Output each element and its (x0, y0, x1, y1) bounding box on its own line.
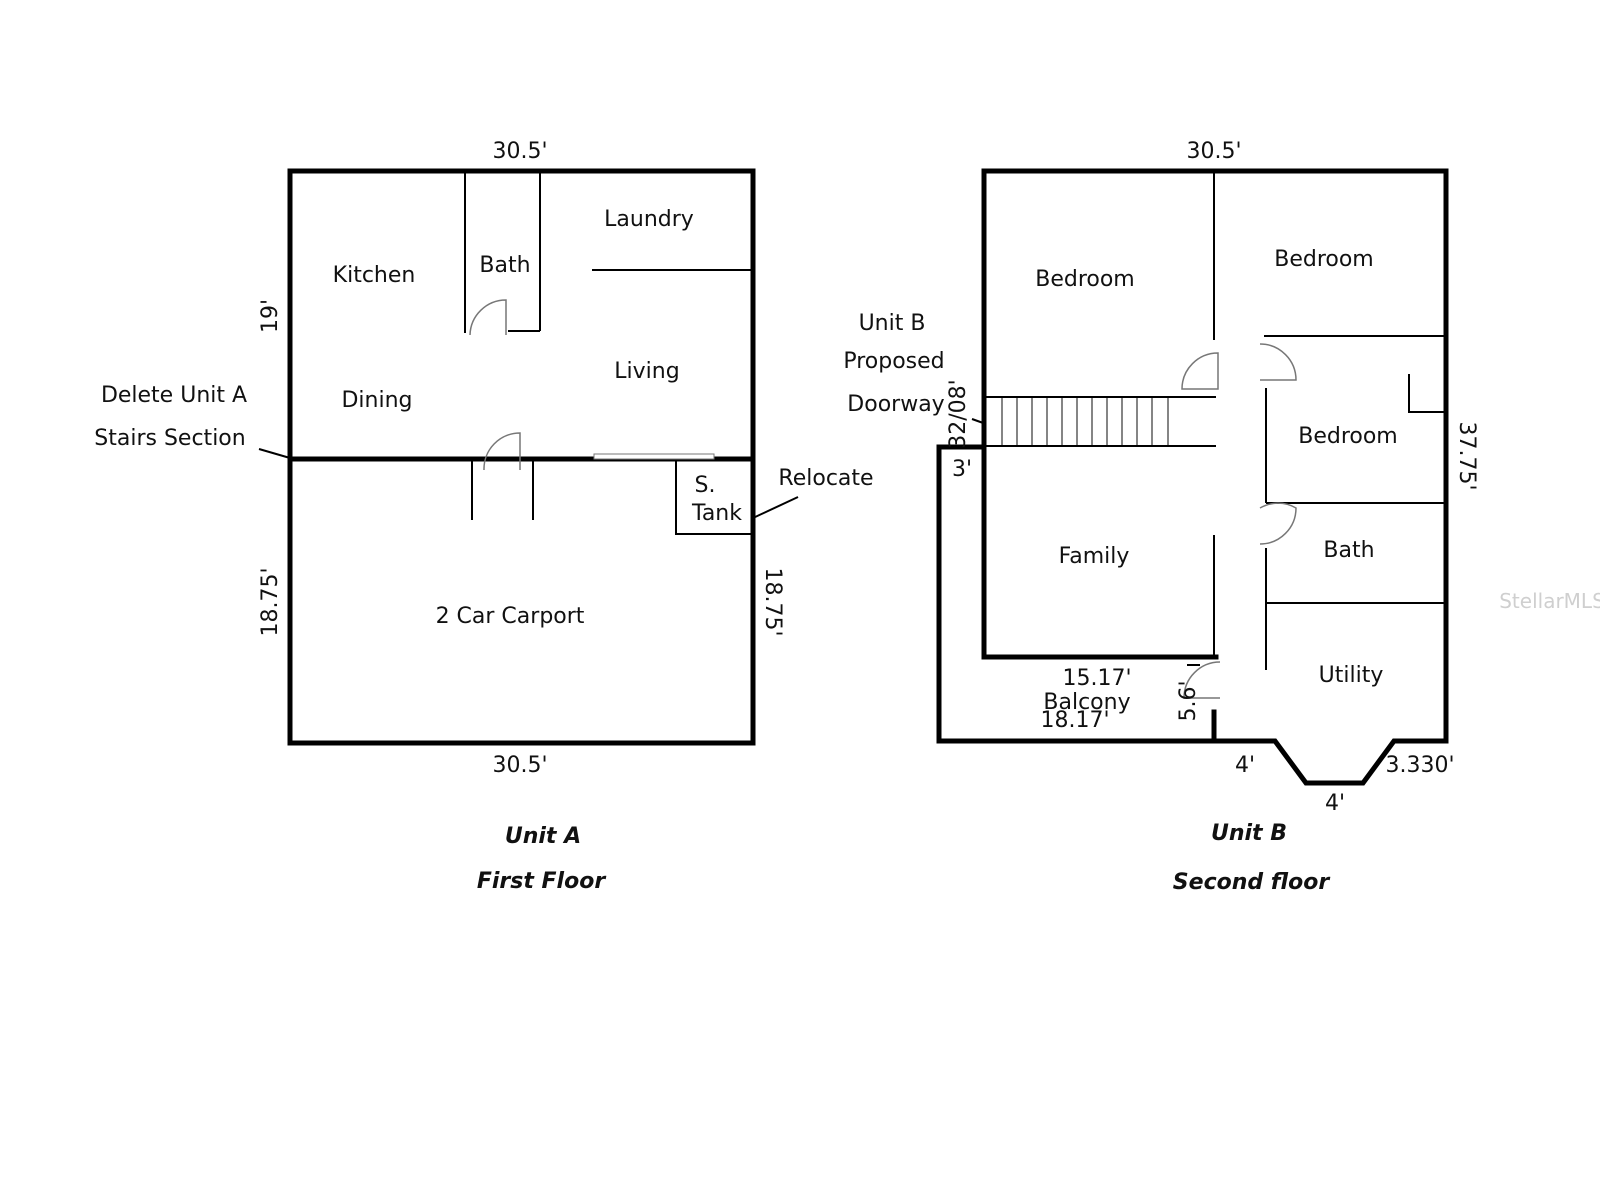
stair-treads (1001, 398, 1169, 445)
unit-a-caption: Unit A (505, 824, 581, 849)
unit-b-caption: Unit B (1211, 821, 1287, 846)
unit-a-right-lower-dimension: 18.75' (760, 567, 785, 636)
unit-b-right-dimension: 37.75' (1454, 421, 1479, 490)
bath-b-door-swing (1259, 502, 1297, 545)
unit-a-left-lower-dimension: 18.75' (258, 567, 283, 636)
note-proposed-line2: Proposed (843, 349, 944, 374)
room-bath-a: Bath (479, 253, 530, 278)
tank-label-line2: Tank (691, 501, 742, 526)
closet-wall (1408, 374, 1444, 413)
family-bottom-dimension: 15.17' (1062, 666, 1131, 691)
bath-door-swing (469, 299, 507, 336)
room-balcony: Balcony (1043, 690, 1130, 715)
relocate-leader (752, 496, 799, 519)
unit-b-outer-wall (981, 168, 1449, 786)
balcony-side-dimension: 5.6' (1176, 680, 1201, 721)
room-bedroom-2: Bedroom (1274, 247, 1374, 272)
room-kitchen: Kitchen (333, 263, 416, 288)
family-room-wall (981, 444, 1219, 660)
balcony-length-dimension: 18.17' (1040, 708, 1109, 733)
stair-dimension: 32/08' (946, 379, 971, 448)
bedroom3-door-swing (1259, 343, 1297, 381)
note-relocate: Relocate (778, 466, 873, 491)
unit-a-left-upper-dimension: 19' (258, 299, 283, 333)
room-family: Family (1059, 544, 1130, 569)
bay-bottom-dimension: 4' (1325, 791, 1345, 816)
room-dining: Dining (341, 388, 412, 413)
tank-box (675, 461, 751, 535)
room-living: Living (614, 359, 679, 384)
main-door-swing (483, 432, 521, 471)
unit-b-plan: 30.5' 37.75' 32/08' 3' 15.17' Balcony 18… (843, 139, 1479, 895)
stair-leader (971, 418, 987, 425)
unit-a-top-dimension: 30.5' (492, 139, 547, 164)
balcony-wall (936, 444, 1217, 744)
room-bedroom-1: Bedroom (1035, 267, 1135, 292)
bay-right-dimension: 3.330' (1385, 753, 1454, 778)
balcony-door-swing (1183, 661, 1221, 699)
unit-b-top-dimension: 30.5' (1186, 139, 1241, 164)
room-utility: Utility (1319, 663, 1384, 688)
room-bath-b: Bath (1323, 538, 1374, 563)
watermark: StellarMLS (1499, 589, 1600, 613)
note-delete-line1: Delete Unit A (101, 383, 247, 408)
unit-a-floor-caption: First Floor (477, 869, 606, 894)
note-proposed-line3: Doorway (847, 392, 944, 417)
unit-a-bottom-dimension: 30.5' (492, 753, 547, 778)
room-bedroom-3: Bedroom (1298, 424, 1398, 449)
room-laundry: Laundry (604, 207, 694, 232)
unit-a-plan: 30.5' 30.5' 19' 18.75' 18.75' Kitchen Ba… (94, 139, 873, 894)
balcony-offset-dimension: 3' (952, 457, 972, 482)
room-carport: 2 Car Carport (436, 604, 585, 629)
note-proposed-line1: Unit B (859, 311, 926, 336)
tank-label-line1: S. (695, 473, 716, 498)
bedroom1-door-swing (1181, 352, 1219, 390)
bay-left-dimension: 4' (1235, 753, 1255, 778)
unit-b-floor-caption: Second floor (1173, 870, 1331, 895)
sliding-door (593, 453, 715, 460)
delete-stairs-leader (258, 448, 291, 459)
note-delete-line2: Stairs Section (94, 426, 245, 451)
